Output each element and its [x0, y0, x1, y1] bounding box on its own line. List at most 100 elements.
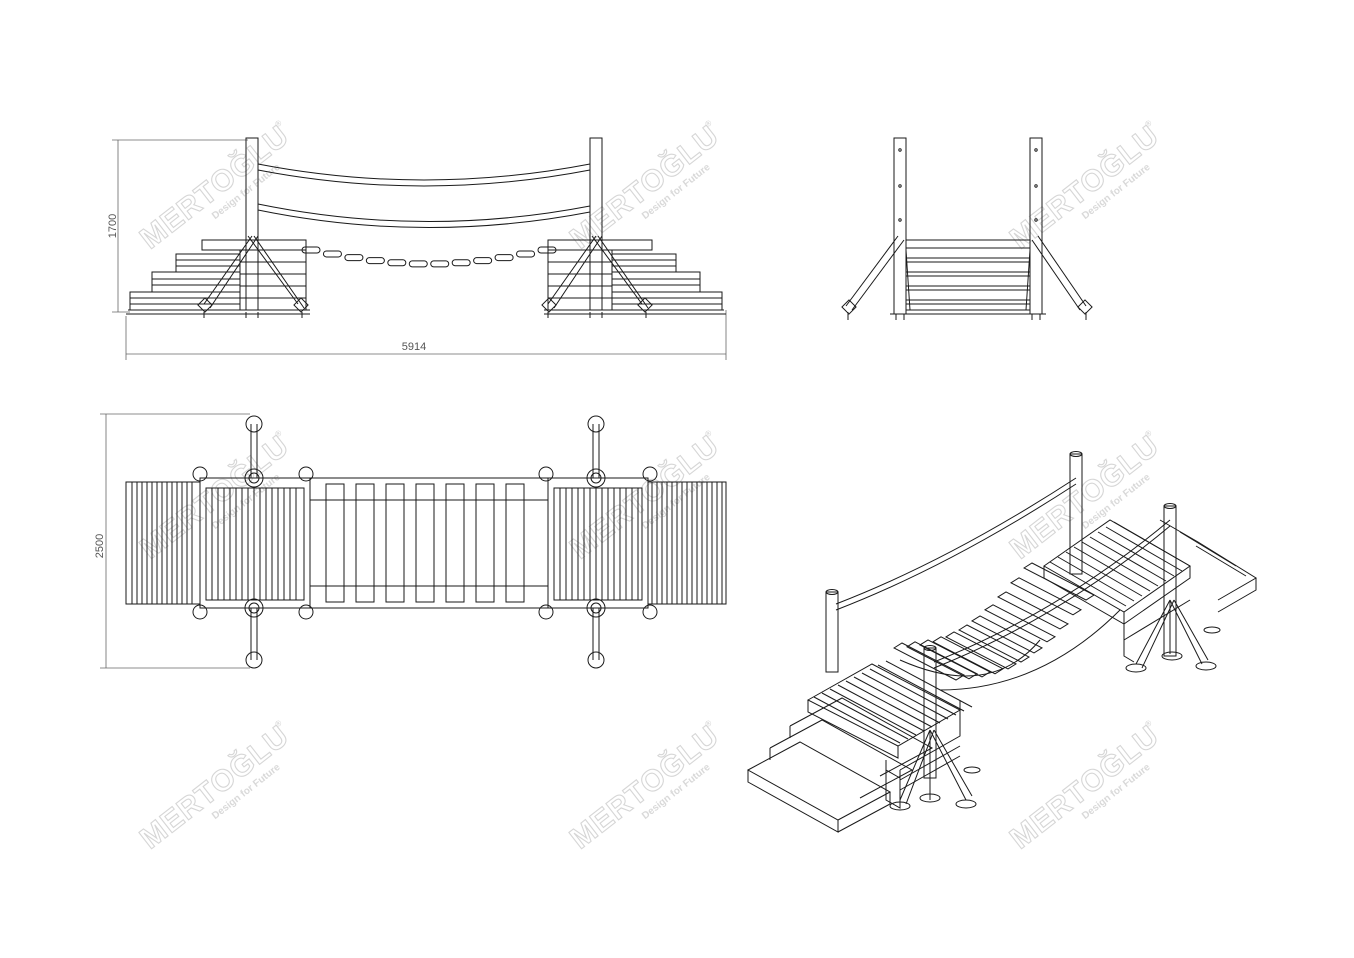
height-dimension: [112, 139, 248, 313]
hand-ropes: [257, 163, 591, 229]
post-foot: [587, 651, 605, 669]
bridge-plank: [957, 624, 1031, 663]
post-inner: [248, 602, 260, 614]
brace-foot: [538, 604, 554, 620]
chain-link: [365, 257, 385, 265]
slat: [1105, 526, 1183, 572]
end-elevation-view: [841, 137, 1093, 320]
bridge-plank: [475, 483, 495, 603]
slat: [1073, 546, 1151, 592]
brace-foot: [298, 466, 314, 482]
chain-link: [537, 246, 557, 254]
slat: [829, 688, 917, 736]
watermark-brand: MERTOĞLU: [563, 118, 725, 255]
watermark-brand: MERTOĞLU: [563, 718, 725, 855]
height-dimension-label: 1700: [107, 214, 119, 238]
iso-far-posts: [1069, 451, 1221, 673]
post: [244, 598, 264, 618]
isometric-view: [746, 451, 1257, 833]
iso-near-platform-slats: [813, 660, 973, 744]
chain-link: [301, 246, 321, 254]
watermark-registered: ®: [273, 428, 283, 439]
brace-foot: [192, 466, 208, 482]
brace-foot: [298, 604, 314, 620]
post-foot: [587, 415, 605, 433]
post-inner: [590, 602, 602, 614]
bridge-plank: [505, 483, 525, 603]
slat: [1049, 561, 1127, 607]
chain-link: [451, 259, 471, 267]
right-post: [541, 137, 653, 318]
bridge-plank: [445, 483, 465, 603]
iso-near-steps: [746, 663, 962, 833]
slat: [1097, 531, 1175, 577]
brace-foot: [642, 466, 658, 482]
slat: [861, 672, 949, 720]
bridge-plank: [325, 483, 345, 603]
width-dimension: [100, 413, 250, 669]
length-dimension: [125, 310, 727, 360]
watermark-brand: MERTOĞLU: [563, 428, 725, 565]
left-step-slats: [131, 482, 193, 604]
iso-ropes: [835, 477, 1171, 691]
chain-link: [322, 250, 342, 258]
bridge-plank: [983, 604, 1057, 643]
chain-link: [473, 257, 493, 265]
watermark-registered: ®: [703, 718, 713, 729]
chain-link: [494, 254, 514, 262]
chain-deck: [301, 246, 557, 268]
bridge-plank: [944, 631, 1018, 670]
slat: [885, 660, 973, 708]
slat: [869, 668, 957, 716]
bridge-plank: [918, 639, 992, 678]
chain-link: [430, 260, 450, 268]
bridge-plank: [355, 483, 375, 603]
watermark-registered: ®: [1143, 718, 1153, 729]
iso-bridge-planks: [892, 562, 1096, 681]
plan-view: [100, 413, 727, 669]
slat: [813, 696, 901, 744]
chain-link: [408, 260, 428, 268]
slat: [1057, 556, 1135, 602]
slat: [1081, 541, 1159, 587]
post: [586, 598, 606, 618]
left-post: [197, 137, 309, 318]
bridge-plank: [385, 483, 405, 603]
post-foot: [245, 651, 263, 669]
watermark-registered: ®: [703, 428, 713, 439]
watermark-registered: ®: [273, 118, 283, 129]
chain-link: [387, 259, 407, 267]
watermark-registered: ®: [1143, 428, 1153, 439]
right-step-slats: [651, 482, 723, 604]
brace-foot: [538, 466, 554, 482]
watermark-brand: MERTOĞLU: [1003, 718, 1165, 855]
plan-posts: [192, 415, 658, 669]
watermark-registered: ®: [1143, 118, 1153, 129]
watermark-brand: MERTOĞLU: [133, 428, 295, 565]
slat: [1113, 521, 1191, 567]
brace-foot: [192, 604, 208, 620]
slat: [821, 692, 909, 740]
left-platform-slats: [211, 488, 297, 600]
chain-link: [516, 250, 536, 258]
bridge-plank: [970, 615, 1044, 654]
post-inner: [248, 472, 260, 484]
watermark-registered: ®: [273, 718, 283, 729]
slat: [1065, 551, 1143, 597]
width-dimension-label: 2500: [94, 534, 106, 558]
right-steps-block: [544, 239, 726, 315]
post-foot: [245, 415, 263, 433]
slat: [837, 684, 925, 732]
bridge-plank: [996, 591, 1070, 630]
slat: [853, 676, 941, 724]
slat: [877, 664, 965, 712]
post: [244, 468, 264, 488]
